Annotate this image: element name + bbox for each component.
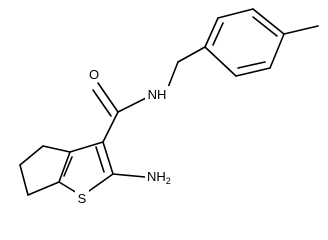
oxygen-label: O	[87, 66, 101, 82]
oxygen-text: O	[89, 67, 99, 82]
oxygen-label-bg	[87, 66, 101, 82]
bond-c6-c6a	[19, 145, 44, 166]
bond-ar1-ar2	[204, 17, 219, 48]
bond-ar3-ar4-inner	[252, 16, 278, 37]
amine-symbol: NH	[147, 169, 166, 184]
bond-carbonyl-o-double	[92, 89, 112, 117]
bond-ar4-ar5	[269, 33, 285, 69]
bond-c3-carbonyl	[102, 111, 119, 143]
amine-label: NH2	[145, 167, 175, 186]
atom-labels: O NH NH2 S	[75, 66, 175, 206]
sulfur-label-bg	[75, 190, 89, 206]
bonds	[19, 8, 319, 197]
amine-subscript: 2	[166, 176, 171, 186]
amide-nh-text: NH	[148, 87, 167, 102]
bond-ar4-methyl	[283, 25, 319, 35]
bond-carbonyl-nh	[117, 96, 149, 113]
bond-c6a-c3a-double	[63, 156, 73, 177]
bond-nh-ch2	[166, 61, 179, 91]
bond-ar6-ar1	[204, 46, 237, 77]
bond-c3-c2	[102, 141, 114, 175]
sulfur-label: S	[75, 190, 89, 206]
bond-c5-c6	[19, 164, 29, 196]
bond-c3a-c4	[58, 151, 71, 183]
structure-drawing: O NH NH2 S	[19, 8, 319, 206]
bond-c2-nh2	[112, 173, 146, 178]
bond-c4-c5	[27, 181, 60, 196]
bond-c6a-c3a	[42, 145, 71, 153]
bond-c2-c3-double	[95, 146, 105, 173]
bond-ar5-ar6-inner	[237, 61, 266, 69]
bond-c3a-c3	[69, 141, 104, 153]
amide-nh-label-bg	[145, 86, 169, 102]
bond-carbonyl-o	[97, 82, 119, 113]
amine-text: NH2	[147, 169, 171, 186]
bond-ch2-aryl	[177, 46, 206, 63]
bond-ar1-ar2-inner	[212, 22, 224, 46]
bond-ar5-ar6	[235, 67, 271, 77]
bond-ar2-ar3	[217, 8, 254, 19]
structure-diagram: O NH NH2 S	[19, 8, 319, 206]
amide-nh-label: NH	[145, 86, 169, 102]
bond-ar3-ar4	[252, 8, 285, 35]
amine-label-bg	[145, 167, 175, 185]
sulfur-text: S	[78, 191, 87, 206]
